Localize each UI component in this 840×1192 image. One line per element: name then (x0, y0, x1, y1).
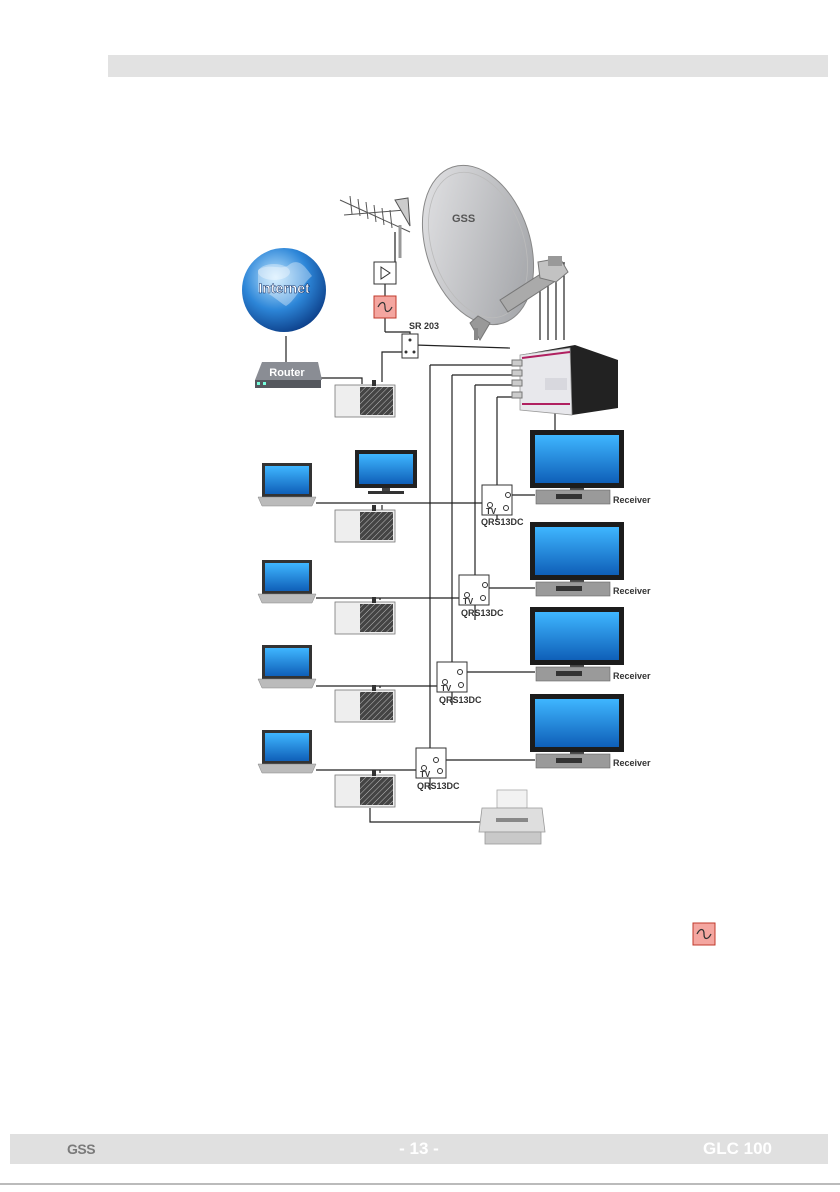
outlet-tv-label: TV (420, 770, 431, 779)
lowpass-filter-sine-icon (692, 922, 716, 946)
outlet-tv-label: TV (486, 507, 497, 516)
receiver-icon (536, 582, 610, 596)
lowpass-filter-sine-icon (374, 296, 396, 318)
receiver-label: Receiver (613, 758, 651, 768)
multiswitch-icon (512, 345, 618, 415)
flat-tv-icon (355, 450, 417, 494)
outlet-model-label: QRS13DC (461, 608, 504, 618)
laptop-icon (258, 560, 316, 603)
laptop-icon (258, 463, 316, 506)
receiver-label: Receiver (613, 671, 651, 681)
receiver-label: Receiver (613, 495, 651, 505)
receiver-label: Receiver (613, 586, 651, 596)
footer-bar: GSS - 13 - GLC 100 (10, 1134, 828, 1164)
satellite-dish-icon: GSS (403, 151, 568, 340)
splitter-label: SR 203 (409, 321, 439, 331)
coax-lan-adapter-icon (335, 685, 395, 722)
outlet-tv-label: TV (463, 597, 474, 606)
television-icon (530, 430, 624, 492)
coax-lan-adapter-icon (335, 380, 395, 417)
terrestrial-antenna-icon (340, 196, 410, 258)
television-icon (530, 522, 624, 584)
laptop-icon (258, 730, 316, 773)
outlet-model-label: QRS13DC (481, 517, 524, 527)
internet-label: Internet (258, 280, 310, 296)
printer-icon (479, 790, 545, 844)
amplifier-triangle-icon (374, 262, 396, 284)
outlet-tv-label: TV (441, 684, 452, 693)
coax-lan-adapter-icon (335, 597, 395, 634)
receiver-icon (536, 754, 610, 768)
television-icon (530, 607, 624, 669)
bottom-divider (0, 1183, 840, 1185)
router-label: Router (269, 367, 305, 379)
laptop-icon (258, 645, 316, 688)
svg-text:GSS: GSS (452, 213, 475, 225)
receiver-icon (536, 490, 610, 504)
outlet-model-label: QRS13DC (439, 695, 482, 705)
coax-lan-adapter-icon (335, 770, 395, 807)
receiver-icon (536, 667, 610, 681)
product-name: GLC 100 (703, 1139, 772, 1159)
splitter-sr203 (402, 334, 418, 358)
television-icon (530, 694, 624, 756)
outlet-model-label: QRS13DC (417, 781, 460, 791)
coax-lan-adapter-icon (335, 505, 395, 542)
